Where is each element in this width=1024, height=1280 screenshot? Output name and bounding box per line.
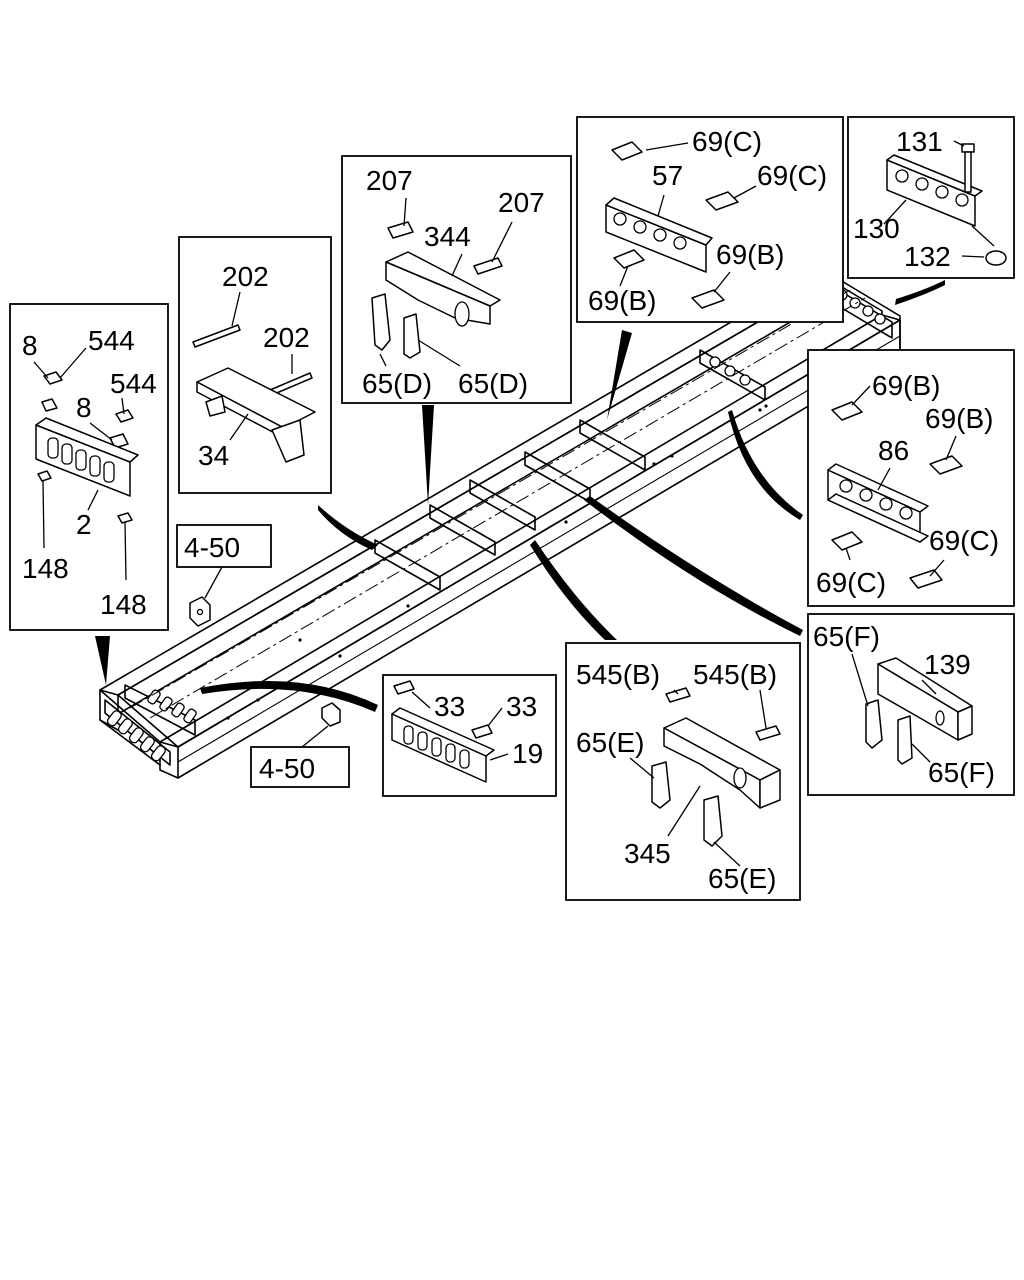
callout-132: 132	[904, 241, 951, 272]
panel-crossmember-2: 8 544 544 8 2 148 148	[9, 303, 169, 631]
callout-69b3: 69(B)	[872, 370, 940, 401]
reference-box-upper[interactable]: 4-50	[176, 524, 272, 568]
callout-202a: 202	[222, 261, 269, 292]
reference-label-lower: 4-50	[259, 753, 315, 784]
callout-34: 34	[198, 440, 229, 471]
callout-130: 130	[853, 213, 900, 244]
callout-139: 139	[924, 649, 971, 680]
callout-69c2: 69(C)	[757, 160, 827, 191]
callout-69b4: 69(B)	[925, 403, 993, 434]
callout-69c4: 69(C)	[816, 567, 886, 598]
callout-65f2: 65(F)	[928, 757, 995, 788]
callout-131: 131	[896, 126, 943, 157]
callout-148b: 148	[100, 589, 147, 620]
callout-57: 57	[652, 160, 683, 191]
callout-65d1: 65(D)	[362, 368, 432, 399]
callout-65e1: 65(E)	[576, 727, 644, 758]
callout-2: 2	[76, 509, 92, 540]
callout-19: 19	[512, 738, 543, 769]
panel-crossmember-345: 545(B) 545(B) 65(E) 345 65(E)	[565, 642, 801, 901]
callout-65e2: 65(E)	[708, 863, 776, 894]
callout-69b1: 69(B)	[716, 239, 784, 270]
callout-345: 345	[624, 838, 671, 869]
panel-crossmember-139: 65(F) 139 65(F)	[807, 613, 1015, 796]
panel-crossmember-130: 131 130 132	[847, 116, 1015, 279]
callout-8b: 8	[76, 392, 92, 423]
reference-label-upper: 4-50	[184, 532, 240, 563]
callout-148a: 148	[22, 553, 69, 584]
callout-545b1: 545(B)	[576, 659, 660, 690]
panel-crossmember-344: 207 207 344 65(D) 65(D)	[341, 155, 572, 404]
callout-207b: 207	[498, 187, 545, 218]
callout-202b: 202	[263, 322, 310, 353]
crossmembers	[374, 349, 766, 591]
callout-544a: 544	[88, 325, 135, 356]
callout-65f1: 65(F)	[813, 621, 880, 652]
callout-69b2: 69(B)	[588, 285, 656, 316]
panel-crossmember-19: 33 33 19	[382, 674, 557, 797]
callout-65d2: 65(D)	[458, 368, 528, 399]
callout-33a: 33	[434, 691, 465, 722]
callout-33b: 33	[506, 691, 537, 722]
callout-8a: 8	[22, 330, 38, 361]
panel-crossmember-86: 69(B) 69(B) 86 69(C) 69(C)	[807, 349, 1015, 607]
callout-545b2: 545(B)	[693, 659, 777, 690]
callout-86: 86	[878, 435, 909, 466]
bracket-4-50-upper	[189, 566, 223, 627]
pointer-swooshes	[95, 280, 945, 712]
panel-crossmember-57: 69(C) 57 69(C) 69(B) 69(B)	[576, 116, 844, 323]
callout-69c3: 69(C)	[929, 525, 999, 556]
bracket-4-50-lower	[301, 702, 341, 748]
callout-207a: 207	[366, 165, 413, 196]
panel-crossmember-34: 202 202 34	[178, 236, 332, 494]
callout-544b: 544	[110, 368, 157, 399]
front-crossmember	[104, 684, 197, 766]
callout-344: 344	[424, 221, 471, 252]
callout-69c1: 69(C)	[692, 126, 762, 157]
reference-box-lower[interactable]: 4-50	[250, 746, 350, 788]
